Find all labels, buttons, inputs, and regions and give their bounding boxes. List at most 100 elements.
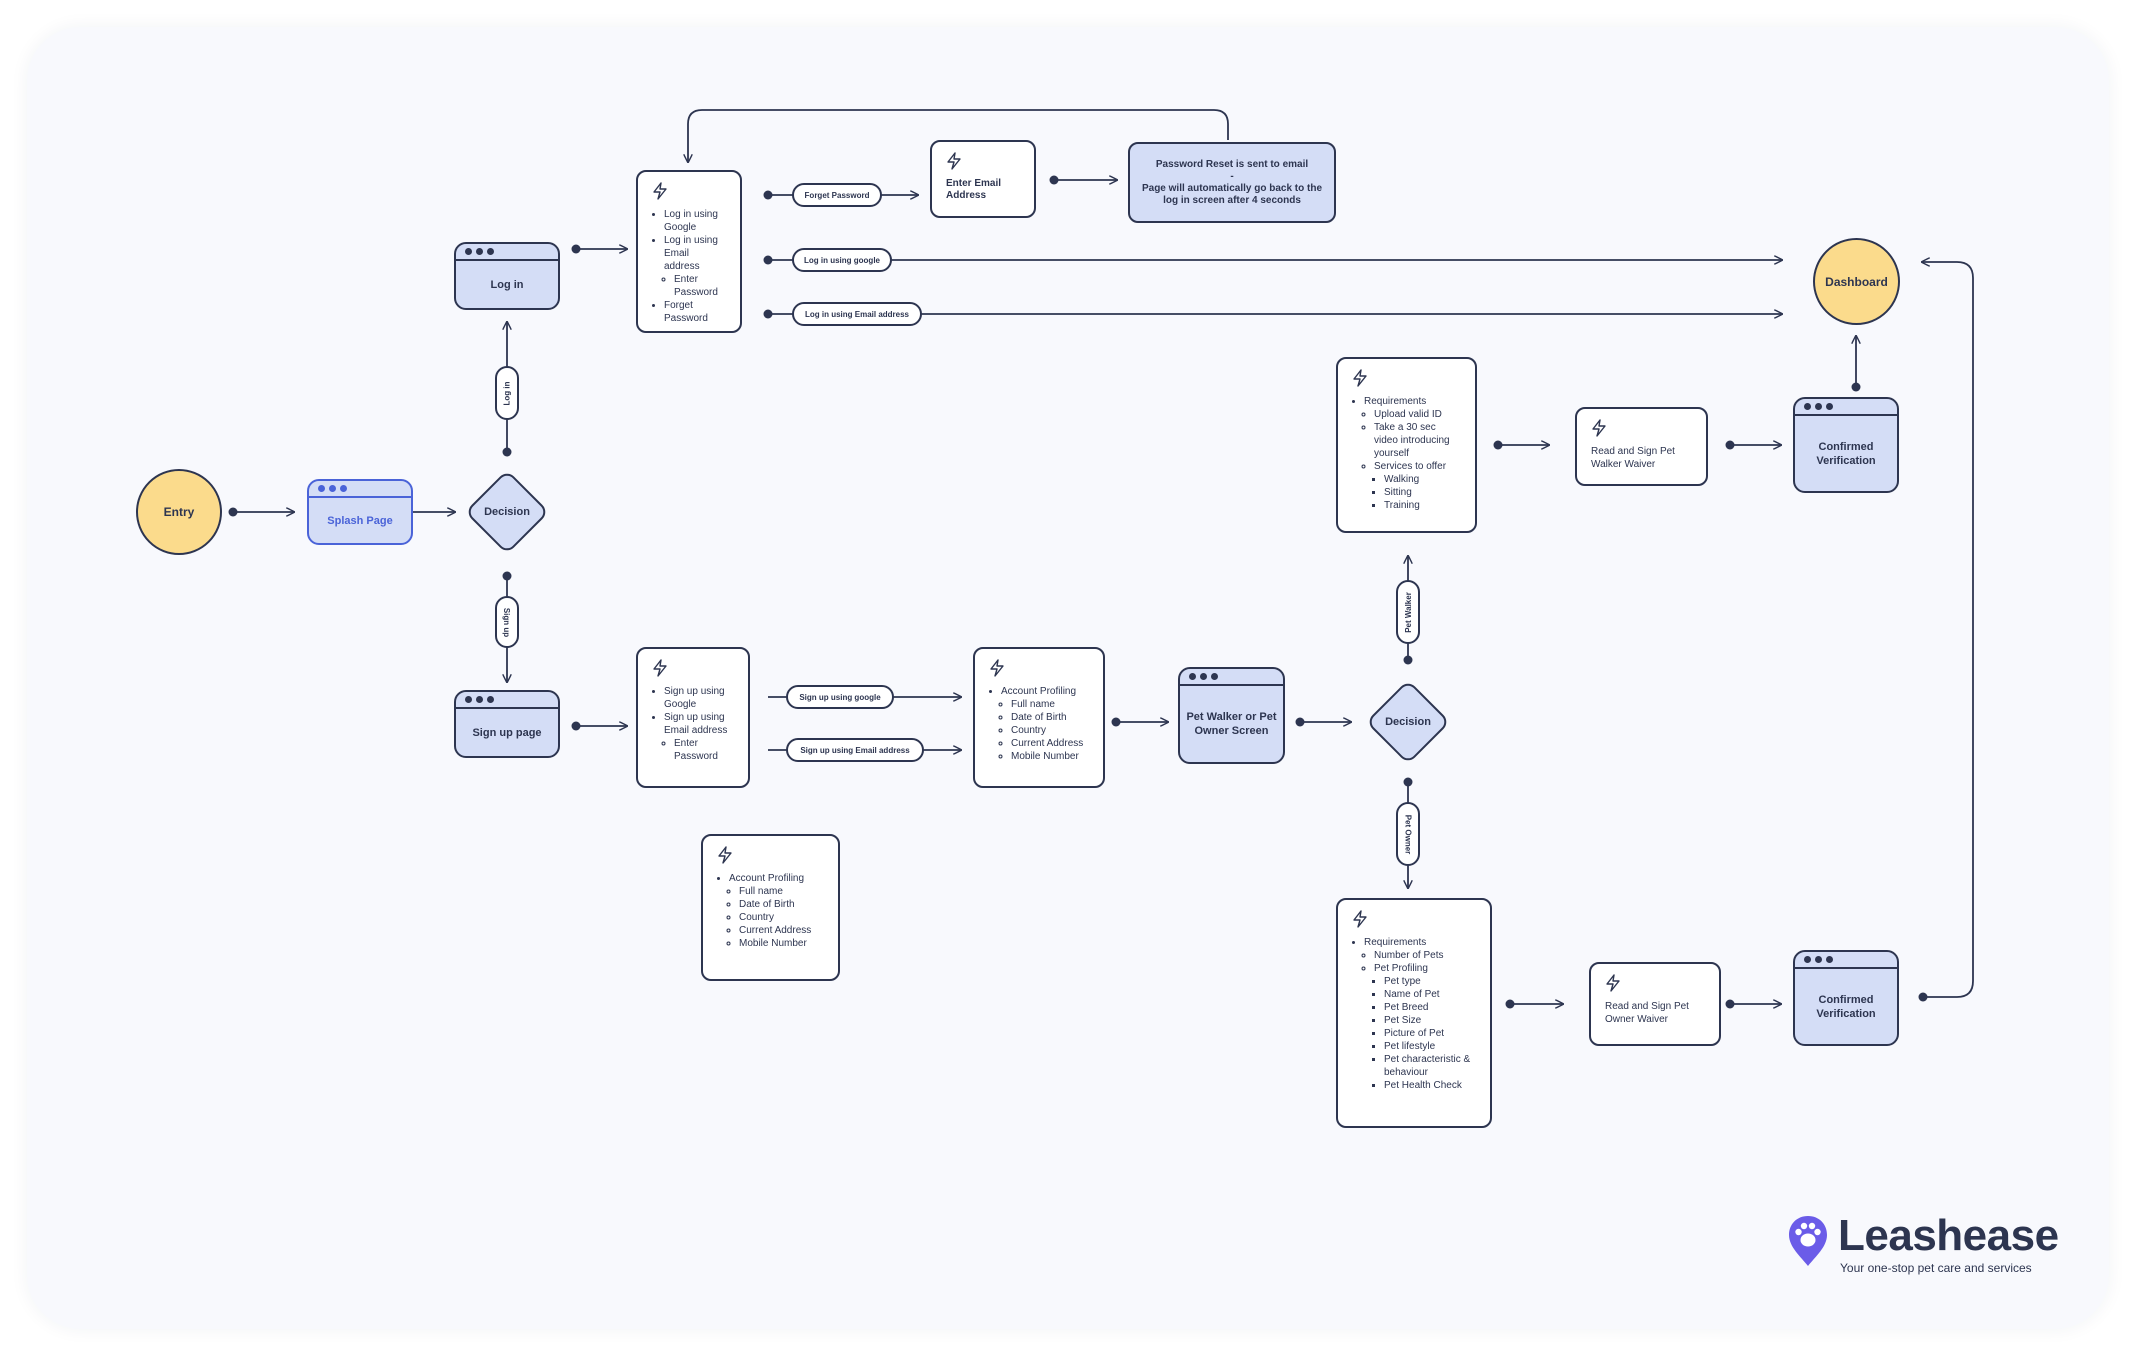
- owner-requirements-card[interactable]: Requirements Number of Pets Pet Profilin…: [1336, 898, 1492, 1128]
- sign-up-edge-label: Sign up: [495, 596, 519, 648]
- owner-requirements-list: Requirements Number of Pets Pet Profilin…: [1352, 936, 1476, 1092]
- list-item: Picture of Pet: [1384, 1027, 1476, 1040]
- pet-walker-edge-label: Pet Walker: [1396, 580, 1420, 644]
- edge-dot: [1295, 717, 1305, 727]
- lightning-icon: [653, 182, 667, 200]
- owner-confirmed-node[interactable]: Confirmed Verification: [1793, 950, 1899, 1046]
- edge-reset-loop: [688, 109, 1229, 162]
- window-dots-icon: [1795, 952, 1897, 969]
- lightning-icon: [990, 659, 1004, 677]
- signup-email-pill[interactable]: Sign up using Email address: [786, 738, 924, 762]
- walker-waiver-label: Read and Sign Pet Walker Waiver: [1591, 446, 1675, 470]
- lightning-icon: [718, 846, 732, 864]
- list-item: Pet lifestyle: [1384, 1040, 1476, 1053]
- list-item: Current Address: [1011, 737, 1089, 750]
- walker-waiver-card[interactable]: Read and Sign Pet Walker Waiver: [1575, 407, 1708, 486]
- splash-page-label: Splash Page: [327, 514, 393, 527]
- list-item: Number of Pets: [1374, 949, 1476, 962]
- list-item: Take a 30 sec video introducing yourself: [1374, 421, 1461, 460]
- list-item: Enter Password: [674, 737, 734, 763]
- role-screen-label: Pet Walker or Pet Owner Screen: [1186, 711, 1277, 737]
- lightning-icon: [947, 152, 961, 170]
- list-item: Date of Birth: [739, 898, 824, 911]
- entry-label: Entry: [163, 505, 195, 519]
- edge-dot: [1505, 999, 1515, 1009]
- decision-role-node[interactable]: Decision: [1363, 677, 1453, 767]
- edge-dot: [228, 507, 238, 517]
- pet-owner-edge-label: Pet Owner: [1396, 802, 1420, 866]
- enter-email-card[interactable]: Enter Email Address: [930, 140, 1036, 218]
- list-item: Name of Pet: [1384, 988, 1476, 1001]
- window-dots-icon: [1180, 669, 1283, 686]
- decision-role-label: Decision: [1385, 716, 1431, 728]
- log-in-edge-label: Log in: [495, 366, 519, 420]
- login-screen-label: Log in: [490, 278, 524, 291]
- lightning-icon: [1353, 910, 1367, 928]
- window-dots-icon: [456, 692, 558, 709]
- decision-main-node[interactable]: Decision: [462, 467, 552, 557]
- list-item: Pet characteristic & behaviour: [1384, 1053, 1476, 1079]
- login-email-pill[interactable]: Log in using Email address: [792, 302, 922, 326]
- edge-dot: [1403, 777, 1413, 787]
- signup-screen-label: Sign up page: [472, 726, 542, 739]
- list-item: Mobile Number: [739, 937, 824, 950]
- window-dots-icon: [309, 481, 411, 498]
- list-item: Pet Size: [1384, 1014, 1476, 1027]
- list-item: Sitting: [1384, 486, 1461, 499]
- password-reset-note: Password Reset is sent to email - Page w…: [1128, 142, 1336, 223]
- dashboard-label: Dashboard: [1825, 274, 1888, 289]
- profiling-list: Account Profiling Full name Date of Birt…: [717, 872, 824, 950]
- list-item: Account Profiling Full name Date of Birt…: [729, 872, 824, 950]
- list-item: Pet Profiling Pet type Name of Pet Pet B…: [1374, 962, 1476, 1092]
- decision-main-label: Decision: [484, 506, 530, 518]
- list-item: Pet Breed: [1384, 1001, 1476, 1014]
- dashboard-node[interactable]: Dashboard: [1813, 238, 1900, 325]
- edge-dot: [763, 190, 773, 200]
- reset-note-line: Page will automatically go back to the l…: [1141, 182, 1323, 206]
- forget-password-pill[interactable]: Forget Password: [792, 183, 882, 207]
- list-item: Upload valid ID: [1374, 408, 1461, 421]
- login-options-card[interactable]: Log in using Google Log in using Email a…: [636, 170, 742, 333]
- paw-pin-icon: [1789, 1216, 1827, 1266]
- list-item: Full name: [739, 885, 824, 898]
- lightning-icon: [1606, 974, 1620, 992]
- lightning-icon: [653, 659, 667, 677]
- list-item: Mobile Number: [1011, 750, 1089, 763]
- edge-dot: [1403, 655, 1413, 665]
- login-screen-node[interactable]: Log in: [454, 242, 560, 310]
- walker-confirmed-node[interactable]: Confirmed Verification: [1793, 397, 1899, 493]
- list-item: Requirements Upload valid ID Take a 30 s…: [1364, 395, 1461, 512]
- list-item: Sign up using Google: [664, 685, 734, 711]
- account-profiling-card-standalone[interactable]: Account Profiling Full name Date of Birt…: [701, 834, 840, 981]
- signup-google-pill[interactable]: Sign up using google: [786, 685, 894, 709]
- list-item: Training: [1384, 499, 1461, 512]
- login-google-pill[interactable]: Log in using google: [792, 248, 892, 272]
- lightning-icon: [1353, 369, 1367, 387]
- signup-options-card[interactable]: Sign up using Google Sign up using Email…: [636, 647, 750, 788]
- edge-dot: [1851, 382, 1861, 392]
- signup-screen-node[interactable]: Sign up page: [454, 690, 560, 758]
- list-item: Enter Password: [674, 273, 726, 299]
- list-item: Sign up using Email address Enter Passwo…: [664, 711, 734, 763]
- entry-node[interactable]: Entry: [136, 469, 222, 555]
- account-profiling-card[interactable]: Account Profiling Full name Date of Birt…: [973, 647, 1105, 788]
- owner-confirmed-label: Confirmed Verification: [1816, 993, 1876, 1020]
- lightning-icon: [1592, 419, 1606, 437]
- login-options-list: Log in using Google Log in using Email a…: [652, 208, 726, 325]
- edge-dot: [1725, 999, 1735, 1009]
- edge-dot: [571, 244, 581, 254]
- edge-dot: [763, 309, 773, 319]
- splash-page-node[interactable]: Splash Page: [307, 479, 413, 545]
- walker-requirements-card[interactable]: Requirements Upload valid ID Take a 30 s…: [1336, 357, 1477, 533]
- list-item: Walking: [1384, 473, 1461, 486]
- list-item: Services to offer Walking Sitting Traini…: [1374, 460, 1461, 512]
- edge-dot: [502, 571, 512, 581]
- list-item: Current Address: [739, 924, 824, 937]
- brand-tagline: Your one-stop pet care and services: [1840, 1261, 2032, 1275]
- list-item: Account Profiling Full name Date of Birt…: [1001, 685, 1089, 763]
- list-item: Log in using Email address Enter Passwor…: [664, 234, 726, 299]
- edge-dot: [1918, 992, 1928, 1002]
- owner-waiver-card[interactable]: Read and Sign Pet Owner Waiver: [1589, 962, 1721, 1046]
- role-screen-node[interactable]: Pet Walker or Pet Owner Screen: [1178, 667, 1285, 764]
- window-dots-icon: [456, 244, 558, 261]
